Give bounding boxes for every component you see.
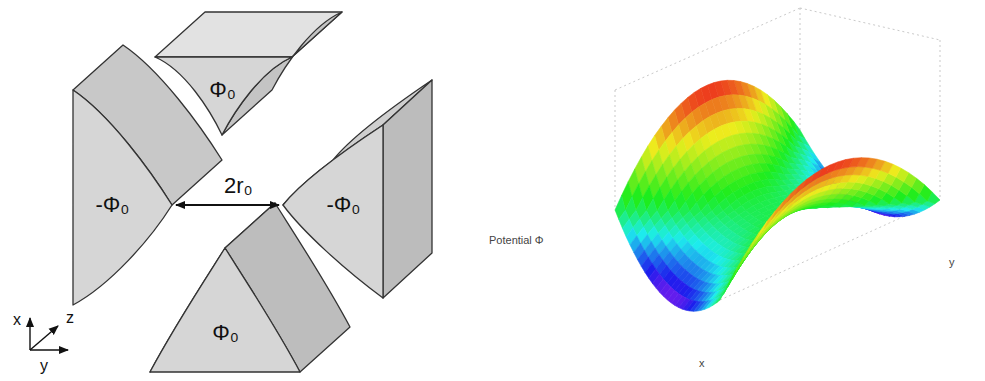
axis-label: y	[40, 357, 48, 375]
electrode: Φ₀	[208, 319, 243, 348]
saddle-facet	[716, 285, 728, 303]
axis-label: x	[13, 311, 21, 329]
saddle-facet	[771, 202, 783, 220]
plot-box-line	[800, 8, 801, 130]
electrode-potential: Φ₀	[212, 321, 239, 345]
plot-box-line	[615, 8, 800, 90]
plot-box-line	[940, 40, 941, 200]
saddle-facet	[763, 211, 775, 230]
electrode-potential: Φ₀	[209, 78, 236, 102]
axis-title: y	[949, 256, 955, 268]
electrode-face	[73, 90, 172, 305]
axis-y	[30, 349, 68, 350]
saddle-surface	[615, 80, 940, 311]
electrode: -Φ₀	[322, 191, 365, 220]
plot-box-line	[615, 210, 720, 300]
electrode-surface	[383, 80, 432, 298]
plot-box-line	[800, 8, 940, 40]
electrode-potential: -Φ₀	[95, 193, 129, 217]
saddle-facet	[787, 186, 799, 202]
axis-title: Potential Φ	[489, 234, 544, 246]
electrode-face	[283, 125, 383, 298]
plot-box-line	[720, 200, 940, 300]
axis-x	[29, 318, 30, 350]
dimension-arrow	[176, 204, 279, 206]
saddle-facet	[794, 180, 806, 195]
plot-box-line	[615, 90, 616, 210]
electrode: -Φ₀	[91, 191, 134, 220]
saddle-facet	[748, 232, 760, 252]
electrode-potential: -Φ₀	[326, 193, 360, 217]
electrode-face	[155, 57, 292, 135]
electrode-face	[150, 248, 300, 372]
axis-title: x	[699, 357, 705, 369]
dimension-label: 2r₀	[224, 174, 253, 198]
saddle-facet	[779, 194, 791, 211]
axis-label: z	[66, 309, 74, 327]
axis-z	[30, 326, 58, 350]
electrode: Φ₀	[205, 76, 240, 105]
saddle-facet	[755, 221, 767, 241]
saddle-facet	[802, 174, 814, 189]
